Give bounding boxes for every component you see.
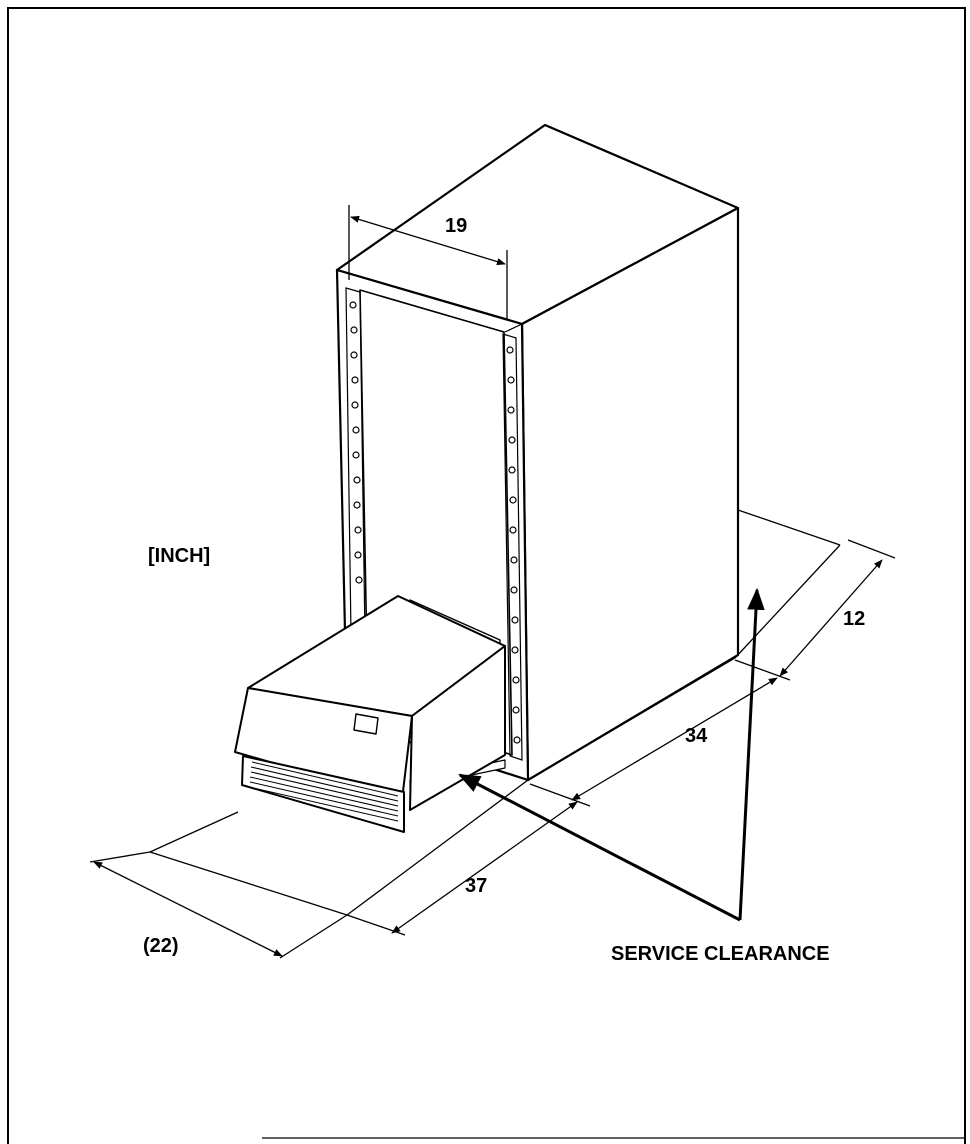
drawer-display-window bbox=[353, 713, 379, 735]
dimension-depth-label: 34 bbox=[685, 725, 708, 747]
drawer-unit bbox=[234, 595, 506, 833]
service-clearance-arrows bbox=[458, 587, 765, 922]
drawer-vent-slats bbox=[248, 761, 399, 822]
drawer-side-face bbox=[409, 645, 506, 811]
dimension-front-clearance-label: 37 bbox=[465, 875, 487, 897]
dimension-unit-depth-label: (22) bbox=[143, 935, 179, 957]
page-border bbox=[7, 7, 966, 1144]
dimension-width bbox=[348, 205, 508, 320]
dimension-rear-clearance bbox=[734, 539, 896, 681]
right-rack-rail bbox=[502, 333, 523, 761]
unit-label: [INCH] bbox=[148, 545, 210, 567]
service-clearance-label: SERVICE CLEARANCE bbox=[611, 943, 830, 965]
dimension-unit-depth bbox=[89, 851, 348, 959]
dimension-depth bbox=[529, 677, 778, 807]
dimension-front-clearance bbox=[346, 801, 578, 936]
dimension-width-label: 19 bbox=[445, 215, 467, 237]
dimension-rear-clearance-label: 12 bbox=[843, 608, 865, 630]
